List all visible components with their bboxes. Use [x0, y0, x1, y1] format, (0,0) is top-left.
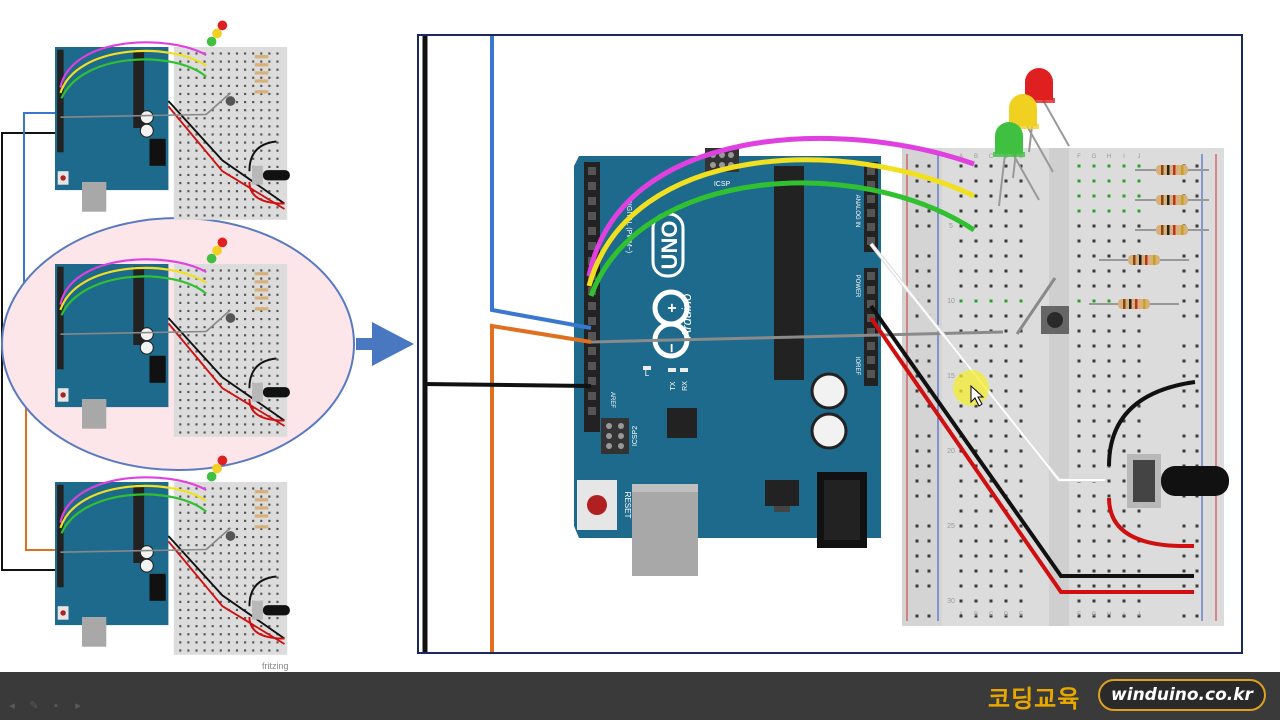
- wire-green: [588, 180, 976, 297]
- resistor: [1089, 299, 1179, 309]
- wire-white-inner: [870, 243, 1105, 481]
- slide-canvas: fritzing 5 10 15 20 25 30 A B C D E F G H I J A B C D E F G H…: [1, 20, 1243, 671]
- microcontroller-chip: [774, 166, 804, 380]
- zoom-arrow: [356, 322, 414, 366]
- row-letter: G: [1092, 154, 1097, 160]
- power-analog-header: [867, 167, 875, 378]
- row-letter: J: [1138, 612, 1141, 618]
- wire-red-power: [869, 316, 1194, 594]
- usb-connector: [632, 484, 698, 576]
- tx-label: TX: [670, 381, 677, 390]
- brand-url-badge[interactable]: winduino.co.kr: [1098, 679, 1266, 711]
- breadboard-letters-bottom: A B C D E F G H I J: [959, 612, 1141, 618]
- tx-led: [668, 368, 676, 372]
- uno-label: UNO: [657, 221, 682, 270]
- row-number: 10: [947, 298, 955, 305]
- row-letter: C: [989, 154, 994, 160]
- icsp2-header: [601, 418, 629, 454]
- digital-label: DIGITAL (PWM~): [625, 199, 632, 253]
- resistor: [1099, 255, 1189, 265]
- svg-text:−: −: [664, 343, 681, 352]
- row-number: 30: [947, 598, 955, 605]
- row-letter: B: [974, 612, 978, 618]
- wire-orange: [490, 323, 592, 652]
- breadboard-row-numbers: 5 10 15 20 25 30: [947, 223, 955, 605]
- row-number: 25: [947, 523, 955, 530]
- reset-button-cap[interactable]: [587, 495, 607, 515]
- row-number: 5: [949, 223, 953, 230]
- row-letter: C: [989, 612, 994, 618]
- row-letter: A: [959, 612, 963, 618]
- next-slide-icon[interactable]: ▸: [75, 700, 81, 712]
- l-led: [643, 366, 651, 370]
- pushbutton[interactable]: [1041, 306, 1069, 334]
- brand-korean-text: 코딩교육: [988, 685, 1081, 713]
- brand-url-text: winduino.co.kr: [1111, 685, 1253, 705]
- potentiometer[interactable]: [1107, 380, 1229, 548]
- wire-gray: [590, 330, 1004, 344]
- arduino-board: UNO − + Arduino ICSP: [574, 148, 881, 576]
- prev-slide-icon[interactable]: ◂: [9, 700, 15, 712]
- circuit-thumbnail-3: [55, 455, 290, 655]
- wire-gray-button: [1015, 277, 1057, 335]
- row-letter: J: [1138, 154, 1141, 160]
- resistor-group: [1089, 165, 1209, 309]
- pen-icon[interactable]: ✎: [29, 700, 39, 712]
- analog-in-label: ANALOG IN: [854, 195, 860, 228]
- fritzing-label: fritzing: [262, 661, 289, 671]
- thumbnail-column: [1, 20, 414, 655]
- rx-led: [680, 368, 688, 372]
- bottom-toolbar: [0, 672, 1280, 720]
- reset-label: RESET: [623, 492, 632, 519]
- voltage-regulator: [765, 480, 799, 506]
- row-letter: G: [1092, 612, 1097, 618]
- zoomed-circuit-frame: 5 10 15 20 25 30 A B C D E F G H I J A B C D E F G H I J UNO: [417, 34, 1243, 654]
- wire-black-gnd: [422, 382, 592, 388]
- row-letter: I: [1123, 154, 1125, 160]
- presentation-controls: ◂ ✎ ▪ ▸: [6, 700, 84, 712]
- power-label: POWER: [854, 275, 860, 298]
- row-number: 20: [947, 448, 955, 455]
- wire-yellow: [586, 157, 976, 287]
- icsp2-label: ICSP2: [632, 426, 639, 446]
- capacitor-1: [810, 372, 848, 410]
- cursor-pointer-icon: [970, 384, 985, 407]
- usb-chip: [667, 408, 697, 438]
- uno-logo: UNO: [651, 212, 685, 278]
- row-number: 15: [947, 373, 955, 380]
- menu-icon[interactable]: ▪: [54, 700, 58, 712]
- row-letter: B: [974, 154, 978, 160]
- circuit-thumbnail-1: [55, 20, 290, 220]
- row-letter: A: [959, 154, 963, 160]
- wire-blue: [490, 36, 592, 330]
- l-led-label: L: [645, 369, 650, 378]
- row-letter: E: [1019, 612, 1023, 618]
- row-letter: F: [1077, 612, 1081, 618]
- row-letter: F: [1077, 154, 1081, 160]
- led: [993, 122, 1040, 207]
- row-letter: D: [1004, 612, 1009, 618]
- resistor: [1135, 195, 1209, 205]
- wire-black-power: [869, 304, 1194, 578]
- zoomed-circuit: 5 10 15 20 25 30 A B C D E F G H I J A B C D E F G H I J UNO: [422, 36, 1229, 652]
- resistor: [1135, 225, 1209, 235]
- rx-label: RX: [682, 381, 689, 391]
- circuit-thumbnail-2: [55, 237, 290, 437]
- wire-group: [422, 36, 1194, 652]
- row-letter: I: [1123, 612, 1125, 618]
- row-letter: H: [1107, 154, 1111, 160]
- icsp1-label: ICSP: [714, 181, 731, 188]
- aref-label: AREF: [609, 392, 615, 408]
- svg-text:+: +: [664, 303, 681, 312]
- capacitor-2: [810, 412, 848, 450]
- resistor: [1135, 165, 1209, 175]
- row-letter: H: [1107, 612, 1111, 618]
- ioref-label: IOREF: [854, 357, 860, 376]
- wire-magenta: [586, 135, 975, 277]
- led-group: [993, 68, 1070, 207]
- arduino-brand: Arduino: [679, 294, 694, 340]
